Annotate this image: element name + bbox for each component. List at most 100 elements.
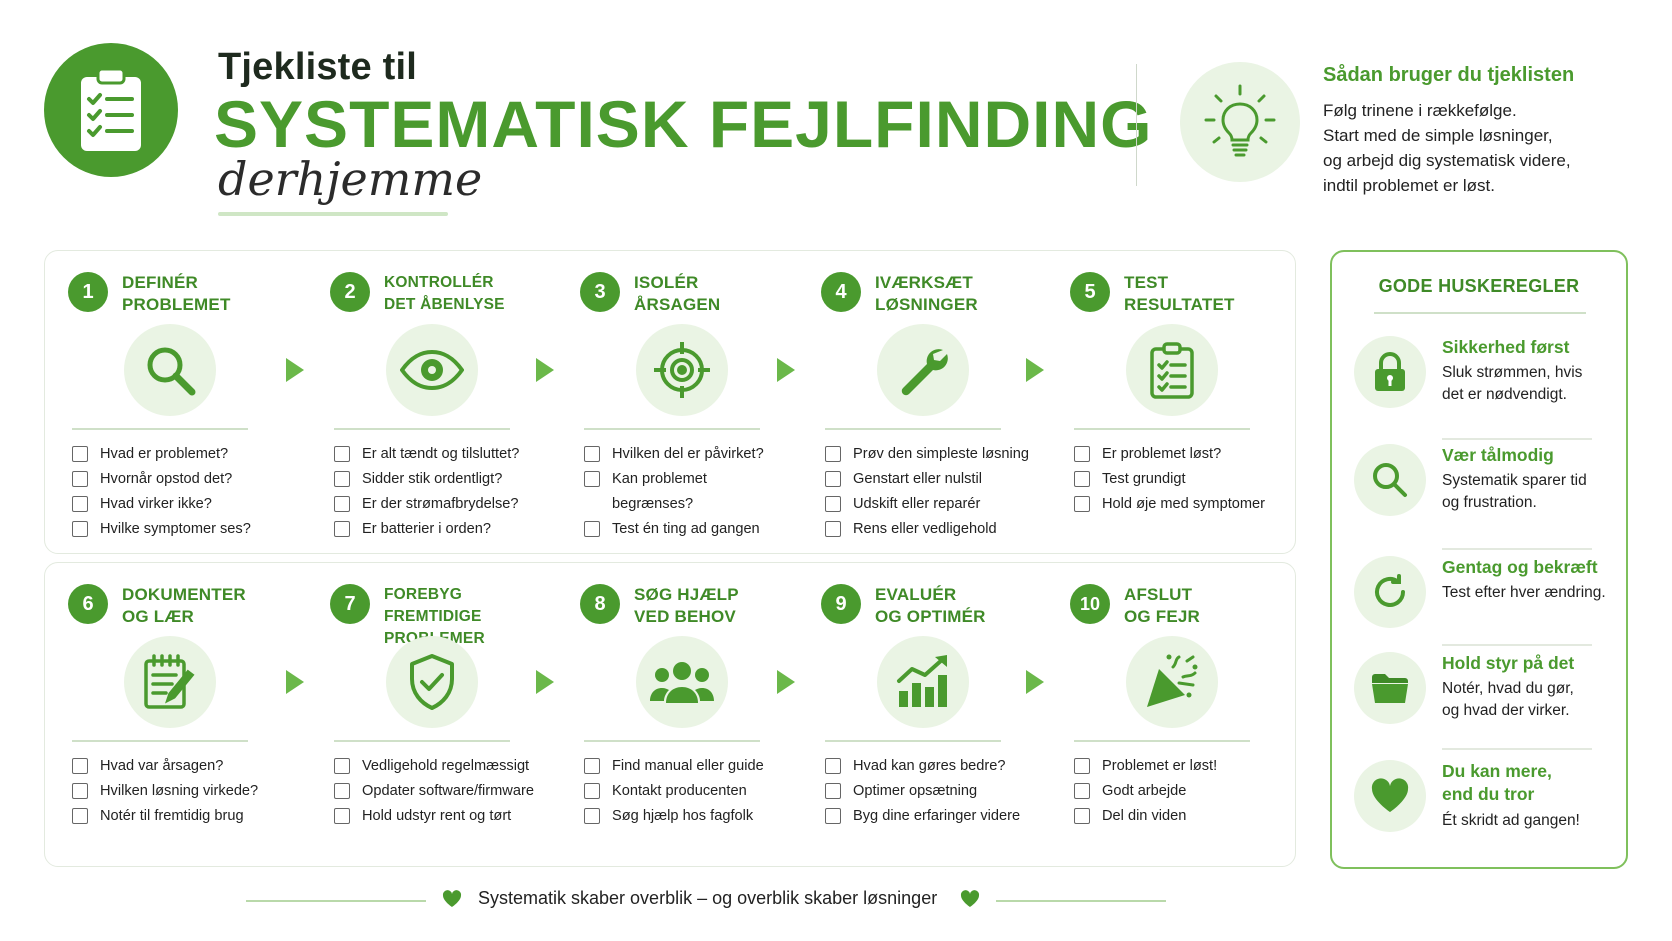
checkbox[interactable] (825, 496, 841, 512)
next-step-arrow-icon (1026, 358, 1044, 382)
step-divider (584, 428, 760, 430)
clipboard-checklist-icon (44, 43, 178, 177)
sidebar-title-rule (1374, 312, 1586, 314)
checkbox[interactable] (334, 758, 350, 774)
checklist-item: Byg dine erfaringer videre (825, 804, 1020, 829)
checklist-item-label: Er batterier i orden? (362, 521, 491, 537)
checkbox[interactable] (825, 446, 841, 462)
checkbox[interactable] (334, 496, 350, 512)
tip-body: Sluk strømmen, hvis det er nødvendigt. (1442, 364, 1583, 403)
checkbox[interactable] (825, 808, 841, 824)
next-step-arrow-icon (286, 358, 304, 382)
checkbox[interactable] (72, 496, 88, 512)
checklist-item-label: Hvornår opstod det? (100, 471, 233, 487)
step-title: AFSLUT OG FEJR (1124, 585, 1201, 626)
step-number-badge: 6 (68, 584, 108, 624)
checkbox[interactable] (584, 446, 600, 462)
checklist-item: Er batterier i orden? (334, 517, 519, 542)
checkbox[interactable] (1074, 471, 1090, 487)
checklist-item: Godt arbejde (1074, 779, 1217, 804)
checklist-item-label: Godt arbejde (1102, 783, 1187, 799)
next-step-arrow-icon (777, 670, 795, 694)
tip-title: Sikkerhed først (1442, 337, 1570, 357)
checkbox[interactable] (825, 521, 841, 537)
checkbox[interactable] (334, 446, 350, 462)
checklist-item-label: Hold udstyr rent og tørt (362, 808, 512, 824)
clipboard-check-icon (1126, 324, 1218, 416)
checkbox[interactable] (1074, 496, 1090, 512)
checklist-item-label: Vedligehold regelmæssigt (362, 758, 530, 774)
checklist-item-label: Prøv den simpleste løsning (853, 446, 1030, 462)
step-checklist: Hvad var årsagen?Hvilken løsning virkede… (72, 754, 258, 829)
checkbox[interactable] (334, 808, 350, 824)
checkbox[interactable] (334, 471, 350, 487)
checklist-item-label: Opdater software/firmware (362, 783, 534, 799)
checkbox[interactable] (825, 471, 841, 487)
checkbox[interactable] (1074, 758, 1090, 774)
checklist-item: Find manual eller guide (584, 754, 764, 779)
step-number-badge: 4 (821, 272, 861, 312)
checkbox[interactable] (825, 783, 841, 799)
step-title: TEST RESULTATET (1124, 273, 1235, 314)
heart-icon (442, 890, 462, 913)
step-title: IVÆRKSÆT LØSNINGER (875, 273, 978, 314)
checkbox[interactable] (334, 783, 350, 799)
checkbox[interactable] (584, 783, 600, 799)
checklist-item-label: Hvad er problemet? (100, 446, 229, 462)
tip-body: Ét skridt ad gangen! (1442, 812, 1580, 829)
checkbox[interactable] (584, 471, 600, 487)
checkbox[interactable] (72, 758, 88, 774)
checklist-item-label: Er der strømafbrydelse? (362, 496, 519, 512)
step-divider (334, 740, 510, 742)
checklist-item-label: Hvilke symptomer ses? (100, 521, 251, 537)
checklist-item: Del din viden (1074, 804, 1217, 829)
step-title: DEFINÉR PROBLEMET (122, 273, 231, 314)
tip-title: Gentag og bekræft (1442, 557, 1598, 577)
wrench-icon (877, 324, 969, 416)
step-divider (584, 740, 760, 742)
title-script: derhjemme (218, 152, 483, 206)
checklist-item: Rens eller vedligehold (825, 517, 1029, 542)
checklist-item: Hvornår opstod det? (72, 467, 251, 492)
checklist-item-label: Notér til fremtidig brug (100, 808, 244, 824)
checklist-item-label: Er alt tændt og tilsluttet? (362, 446, 520, 462)
tip-title: Du kan mere, end du tror (1442, 761, 1552, 804)
checkbox[interactable] (72, 783, 88, 799)
checkbox[interactable] (1074, 783, 1090, 799)
checklist-item-label: Udskift eller reparér (853, 496, 981, 512)
tip-body: Systematik sparer tid og frustration. (1442, 472, 1587, 511)
checkbox[interactable] (72, 471, 88, 487)
checklist-item-label: Rens eller vedligehold (853, 521, 997, 537)
tip-body: Test efter hver ændring. (1442, 584, 1606, 601)
checkbox[interactable] (72, 808, 88, 824)
checkbox[interactable] (584, 521, 600, 537)
checklist-item: Problemet er løst! (1074, 754, 1217, 779)
checkbox[interactable] (1074, 808, 1090, 824)
footer-line-left (246, 900, 426, 902)
checkbox[interactable] (72, 521, 88, 537)
checklist-item-label: Problemet er løst! (1102, 758, 1218, 774)
next-step-arrow-icon (286, 670, 304, 694)
step-number-badge: 3 (580, 272, 620, 312)
checkbox[interactable] (72, 446, 88, 462)
step-divider (334, 428, 510, 430)
checklist-item: Notér til fremtidig brug (72, 804, 258, 829)
folder-icon (1354, 652, 1426, 724)
checkbox[interactable] (825, 758, 841, 774)
checkbox[interactable] (1074, 446, 1090, 462)
checklist-item: Opdater software/firmware (334, 779, 534, 804)
checklist-item-continuation: begrænses? (584, 492, 764, 517)
target-icon (636, 324, 728, 416)
checkbox[interactable] (334, 521, 350, 537)
checkbox[interactable] (584, 808, 600, 824)
checklist-item-label: Optimer opsætning (853, 783, 978, 799)
step-divider (825, 740, 1001, 742)
checklist-item-label: Del din viden (1102, 808, 1187, 824)
checkbox[interactable] (584, 758, 600, 774)
